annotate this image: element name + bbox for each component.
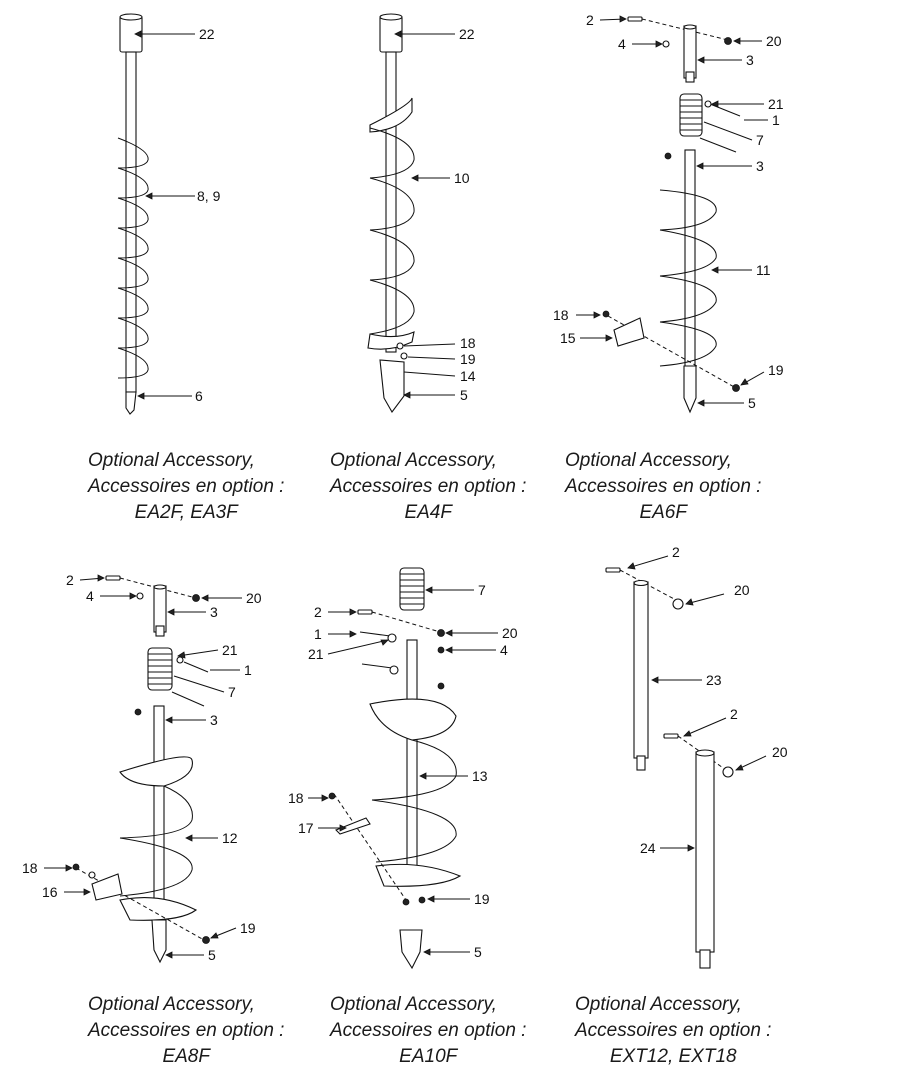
caption-model: EXT12, EXT18 [609, 1046, 737, 1067]
caption-line: Optional Accessory, [330, 994, 497, 1015]
caption-line: Optional Accessory, [565, 450, 732, 471]
adapter-coupler-ea10f [399, 567, 425, 611]
adapter-coupler-ea6f [679, 93, 703, 137]
callout-ext-24: 24 [640, 840, 656, 856]
caption-line: Optional Accessory, [330, 450, 497, 471]
callout-ea4f-18: 18 [460, 335, 476, 351]
auger-ea8f: 2 4 20 3 21 1 7 3 12 18 16 19 5 [22, 572, 262, 964]
caption-line: Accessoires en option : [575, 1020, 772, 1041]
caption-ea4f: Optional Accessory, Accessoires en optio… [330, 448, 526, 526]
caption-line: Accessoires en option : [88, 476, 285, 497]
callout-ea6f-5: 5 [748, 395, 756, 411]
callout-ea6f-15: 15 [560, 330, 576, 346]
caption-model: EA4F [404, 502, 452, 523]
callout-ea6f-19: 19 [768, 362, 784, 378]
callout-ea10f-7: 7 [478, 582, 486, 598]
auger-ea4f: 22 10 18 19 14 5 [367, 13, 476, 413]
callout-ea8f-12: 12 [222, 830, 238, 846]
callout-ea8f-19: 19 [240, 920, 256, 936]
callout-ea2f-8-9: 8, 9 [197, 188, 221, 204]
callout-ea8f-7: 7 [228, 684, 236, 700]
callout-ea4f-10: 10 [454, 170, 470, 186]
callout-ext-2b: 2 [730, 706, 738, 722]
callout-ea10f-4: 4 [500, 642, 508, 658]
callout-ea6f-1: 1 [772, 112, 780, 128]
callout-ea2f-22: 22 [199, 26, 215, 42]
callout-ea4f-22: 22 [459, 26, 475, 42]
caption-line: Accessoires en option : [565, 476, 762, 497]
callout-ea8f-21: 21 [222, 642, 238, 658]
caption-line: Accessoires en option : [330, 476, 527, 497]
caption-ea10f: Optional Accessory, Accessoires en optio… [330, 992, 526, 1070]
caption-line: Optional Accessory, [88, 994, 255, 1015]
callout-ea8f-1: 1 [244, 662, 252, 678]
callout-ea6f-2: 2 [586, 12, 594, 28]
extensions-ext12-ext18: 2 20 23 2 20 24 [605, 544, 788, 969]
callout-ea4f-19: 19 [460, 351, 476, 367]
callout-ext-2a: 2 [672, 544, 680, 560]
caption-model: EA6F [639, 502, 687, 523]
callout-ea8f-5: 5 [208, 947, 216, 963]
caption-line: Optional Accessory, [575, 994, 742, 1015]
caption-model: EA10F [399, 1046, 458, 1067]
callout-ea8f-3a: 3 [210, 604, 218, 620]
callout-ea6f-11: 11 [756, 262, 771, 278]
caption-line: Optional Accessory, [88, 450, 255, 471]
callout-ext-20a: 20 [734, 582, 750, 598]
callout-ea10f-20: 20 [502, 625, 518, 641]
callout-ea6f-20: 20 [766, 33, 782, 49]
callout-ea6f-18: 18 [553, 307, 569, 323]
callout-ea6f-21: 21 [768, 96, 784, 112]
caption-ea2f: Optional Accessory, Accessoires en optio… [88, 448, 284, 526]
callout-ea10f-5: 5 [474, 944, 482, 960]
callout-ea8f-16: 16 [42, 884, 58, 900]
flighting-ea6f [659, 189, 717, 367]
callout-ea10f-1: 1 [314, 626, 322, 642]
adapter-coupler-ea8f [147, 647, 173, 691]
callout-ea10f-21: 21 [308, 646, 324, 662]
flighting-ea8f [119, 756, 198, 921]
flighting-ea10f [369, 698, 462, 887]
auger-ea10f: 7 2 1 20 21 4 13 18 17 19 5 [288, 567, 518, 970]
callout-ea10f-13: 13 [472, 768, 488, 784]
callout-ea10f-2: 2 [314, 604, 322, 620]
callout-ea6f-3b: 3 [756, 158, 764, 174]
auger-ea6f: 2 4 20 3 21 1 7 3 11 18 15 19 5 [553, 12, 784, 414]
auger-ea2f: 22 8, 9 6 [117, 13, 221, 415]
callout-ea8f-20: 20 [246, 590, 262, 606]
callout-ea8f-18: 18 [22, 860, 38, 876]
callout-ext-20b: 20 [772, 744, 788, 760]
callout-ea6f-7: 7 [756, 132, 764, 148]
callout-ea8f-2: 2 [66, 572, 74, 588]
callout-ea10f-18: 18 [288, 790, 304, 806]
caption-line: Accessoires en option : [88, 1020, 285, 1041]
callout-ea2f-6: 6 [195, 388, 203, 404]
flighting-ea2f [117, 137, 149, 379]
callout-ea8f-4: 4 [86, 588, 94, 604]
caption-line: Accessoires en option : [330, 1020, 527, 1041]
callout-ea6f-3a: 3 [746, 52, 754, 68]
caption-ext12-ext18: Optional Accessory, Accessoires en optio… [575, 992, 771, 1070]
callout-ea10f-19: 19 [474, 891, 490, 907]
caption-ea8f: Optional Accessory, Accessoires en optio… [88, 992, 284, 1070]
caption-model: EA8F [162, 1046, 210, 1067]
callout-ext-23: 23 [706, 672, 722, 688]
callout-ea6f-4: 4 [618, 36, 626, 52]
callout-ea4f-14: 14 [460, 368, 476, 384]
callout-ea8f-3b: 3 [210, 712, 218, 728]
caption-ea6f: Optional Accessory, Accessoires en optio… [565, 448, 761, 526]
callout-ea4f-5: 5 [460, 387, 468, 403]
caption-model: EA2F, EA3F [134, 502, 238, 523]
callout-ea10f-17: 17 [298, 820, 314, 836]
